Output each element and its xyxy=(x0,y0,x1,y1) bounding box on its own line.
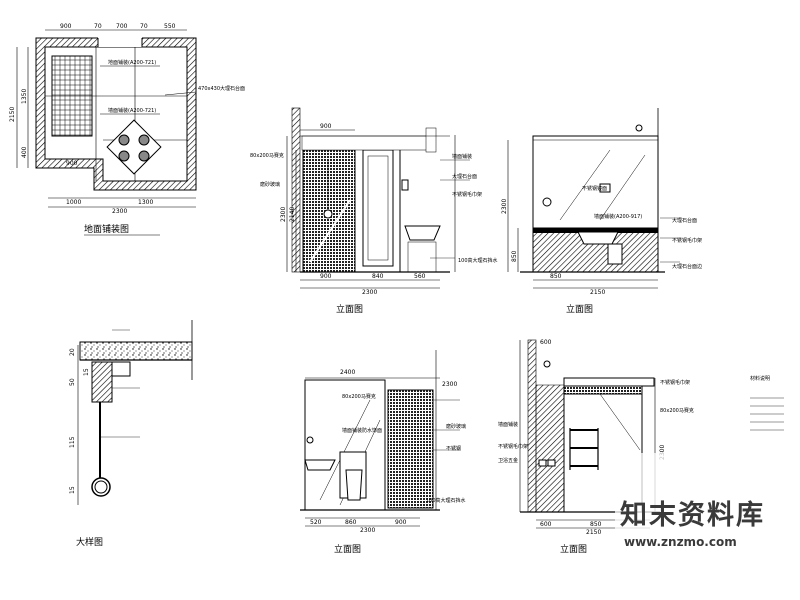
elev4-top-dim-2: 2300 xyxy=(659,445,666,460)
plan-top-dim-2: 70 xyxy=(94,23,102,30)
elev3-note-2: 墙面铺装防水饰面 xyxy=(342,427,382,434)
elev2-caption: 立面图 xyxy=(566,303,593,315)
detail-dim-1: 20 xyxy=(69,348,76,356)
plan-overall-dim: 2300 xyxy=(112,208,127,215)
elev3-bottom-dim-2: 860 xyxy=(345,519,357,526)
elev3-top-dim-2: 2300 xyxy=(442,381,457,388)
elev1-top-dim: 900 xyxy=(320,123,332,130)
elev3-bottom-dim-3: 900 xyxy=(395,519,407,526)
elev3-top-dim-1: 2400 xyxy=(340,369,355,376)
elev1-note-3: 100高大理石挡水 xyxy=(458,257,498,264)
elev4-note-2: 80x200马赛克 xyxy=(660,407,694,414)
elev4-note-5: 卫浴五金 xyxy=(498,457,518,464)
elev1-bottom-dim-3: 560 xyxy=(414,273,426,280)
elev2-note-4: 不锈钢毛巾架 xyxy=(672,237,702,244)
elev2-note-1: 不锈钢镜面 xyxy=(582,185,607,192)
elev1-bottom-dim-1: 900 xyxy=(320,273,332,280)
elev4-bottom-dim-2: 850 xyxy=(590,521,602,528)
floor-plan xyxy=(16,29,197,208)
elev2-height-dim-1: 2300 xyxy=(501,199,508,214)
elev3-bottom-dim-1: 520 xyxy=(310,519,322,526)
elev1-caption: 立面图 xyxy=(336,303,363,315)
elevation-4 xyxy=(519,339,660,529)
detail-dim-3: 15 xyxy=(83,368,90,376)
elev2-note-3: 大理石台面 xyxy=(672,217,697,224)
watermark-text: 知末资料库 xyxy=(620,500,765,531)
elev1-height-dim-2: 2140 xyxy=(289,207,296,222)
plan-note-2: 墙面铺装(A200-721) xyxy=(108,107,156,114)
elev4-top-dim-1: 600 xyxy=(540,339,552,346)
elev4-caption: 立面图 xyxy=(560,543,587,555)
detail-caption: 大样图 xyxy=(76,536,103,548)
side-note-title: 材料说明 xyxy=(750,375,770,382)
elev2-bottom-dim: 850 xyxy=(550,273,562,280)
elev3-note-5: 100高大理石挡水 xyxy=(426,497,466,504)
elev1-note-4: 墙面铺装 xyxy=(452,153,472,160)
elev3-note-1: 80x200马赛克 xyxy=(342,393,376,400)
plan-left-dim-3: 400 xyxy=(21,146,28,158)
plan-note-1: 地面铺装(A200-721) xyxy=(108,59,156,66)
elev4-note-3: 墙面铺装 xyxy=(498,421,518,428)
plan-caption: 地面铺装图 xyxy=(84,223,129,235)
plan-note-3: 470x430大理石台面 xyxy=(198,85,245,92)
watermark: 知末资料库 www.znzmo.com xyxy=(615,453,800,563)
elev1-note-5: 大理石台面 xyxy=(452,173,477,180)
detail-dim-2: 50 xyxy=(69,378,76,386)
elev2-note-2: 墙面铺装(A200-917) xyxy=(594,213,642,220)
elevation-3 xyxy=(300,350,460,527)
elev4-note-4: 不锈钢毛巾架 xyxy=(498,443,528,450)
elev3-caption: 立面图 xyxy=(334,543,361,555)
elev1-height-dim-1: 2300 xyxy=(280,207,287,222)
elevation-1 xyxy=(286,107,470,289)
plan-top-dim-1: 900 xyxy=(60,23,72,30)
plan-left-dim-1: 2150 xyxy=(9,107,16,122)
plan-bottom-dim-2: 1300 xyxy=(138,199,153,206)
elev1-note-6: 不锈钢毛巾架 xyxy=(452,191,482,198)
elev2-note-5: 大理石台面边 xyxy=(672,263,702,270)
elev1-overall-dim: 2300 xyxy=(362,289,377,296)
elev4-bottom-dim-1: 600 xyxy=(540,521,552,528)
elev3-overall-dim: 2300 xyxy=(360,527,375,534)
elev1-note-2: 磨砂玻璃 xyxy=(260,181,280,188)
detail-dim-4: 115 xyxy=(69,436,76,448)
plan-left-dim-2: 1350 xyxy=(21,89,28,104)
detail-section xyxy=(77,320,193,505)
plan-bottom-dim-1: 1000 xyxy=(66,199,81,206)
elev3-note-3: 磨砂玻璃 xyxy=(446,423,466,430)
elev3-note-4: 不锈钢 xyxy=(446,445,461,452)
elev1-bottom-dim-2: 840 xyxy=(372,273,384,280)
elev2-height-dim-2: 850 xyxy=(511,250,518,262)
detail-dim-5: 15 xyxy=(69,486,76,494)
elev4-note-1: 不锈钢毛巾架 xyxy=(660,379,690,386)
watermark-url: www.znzmo.com xyxy=(624,535,737,549)
elev2-overall-dim: 2150 xyxy=(590,289,605,296)
plan-top-dim-4: 70 xyxy=(140,23,148,30)
elevation-2 xyxy=(507,108,680,289)
side-notes-lines xyxy=(750,397,784,431)
elev1-note-1: 80x200马赛克 xyxy=(250,152,284,159)
plan-inner-dim: 900 xyxy=(66,160,78,167)
plan-top-dim-3: 700 xyxy=(116,23,128,30)
elev4-overall-dim: 2150 xyxy=(586,529,601,536)
plan-top-dim-5: 550 xyxy=(164,23,176,30)
